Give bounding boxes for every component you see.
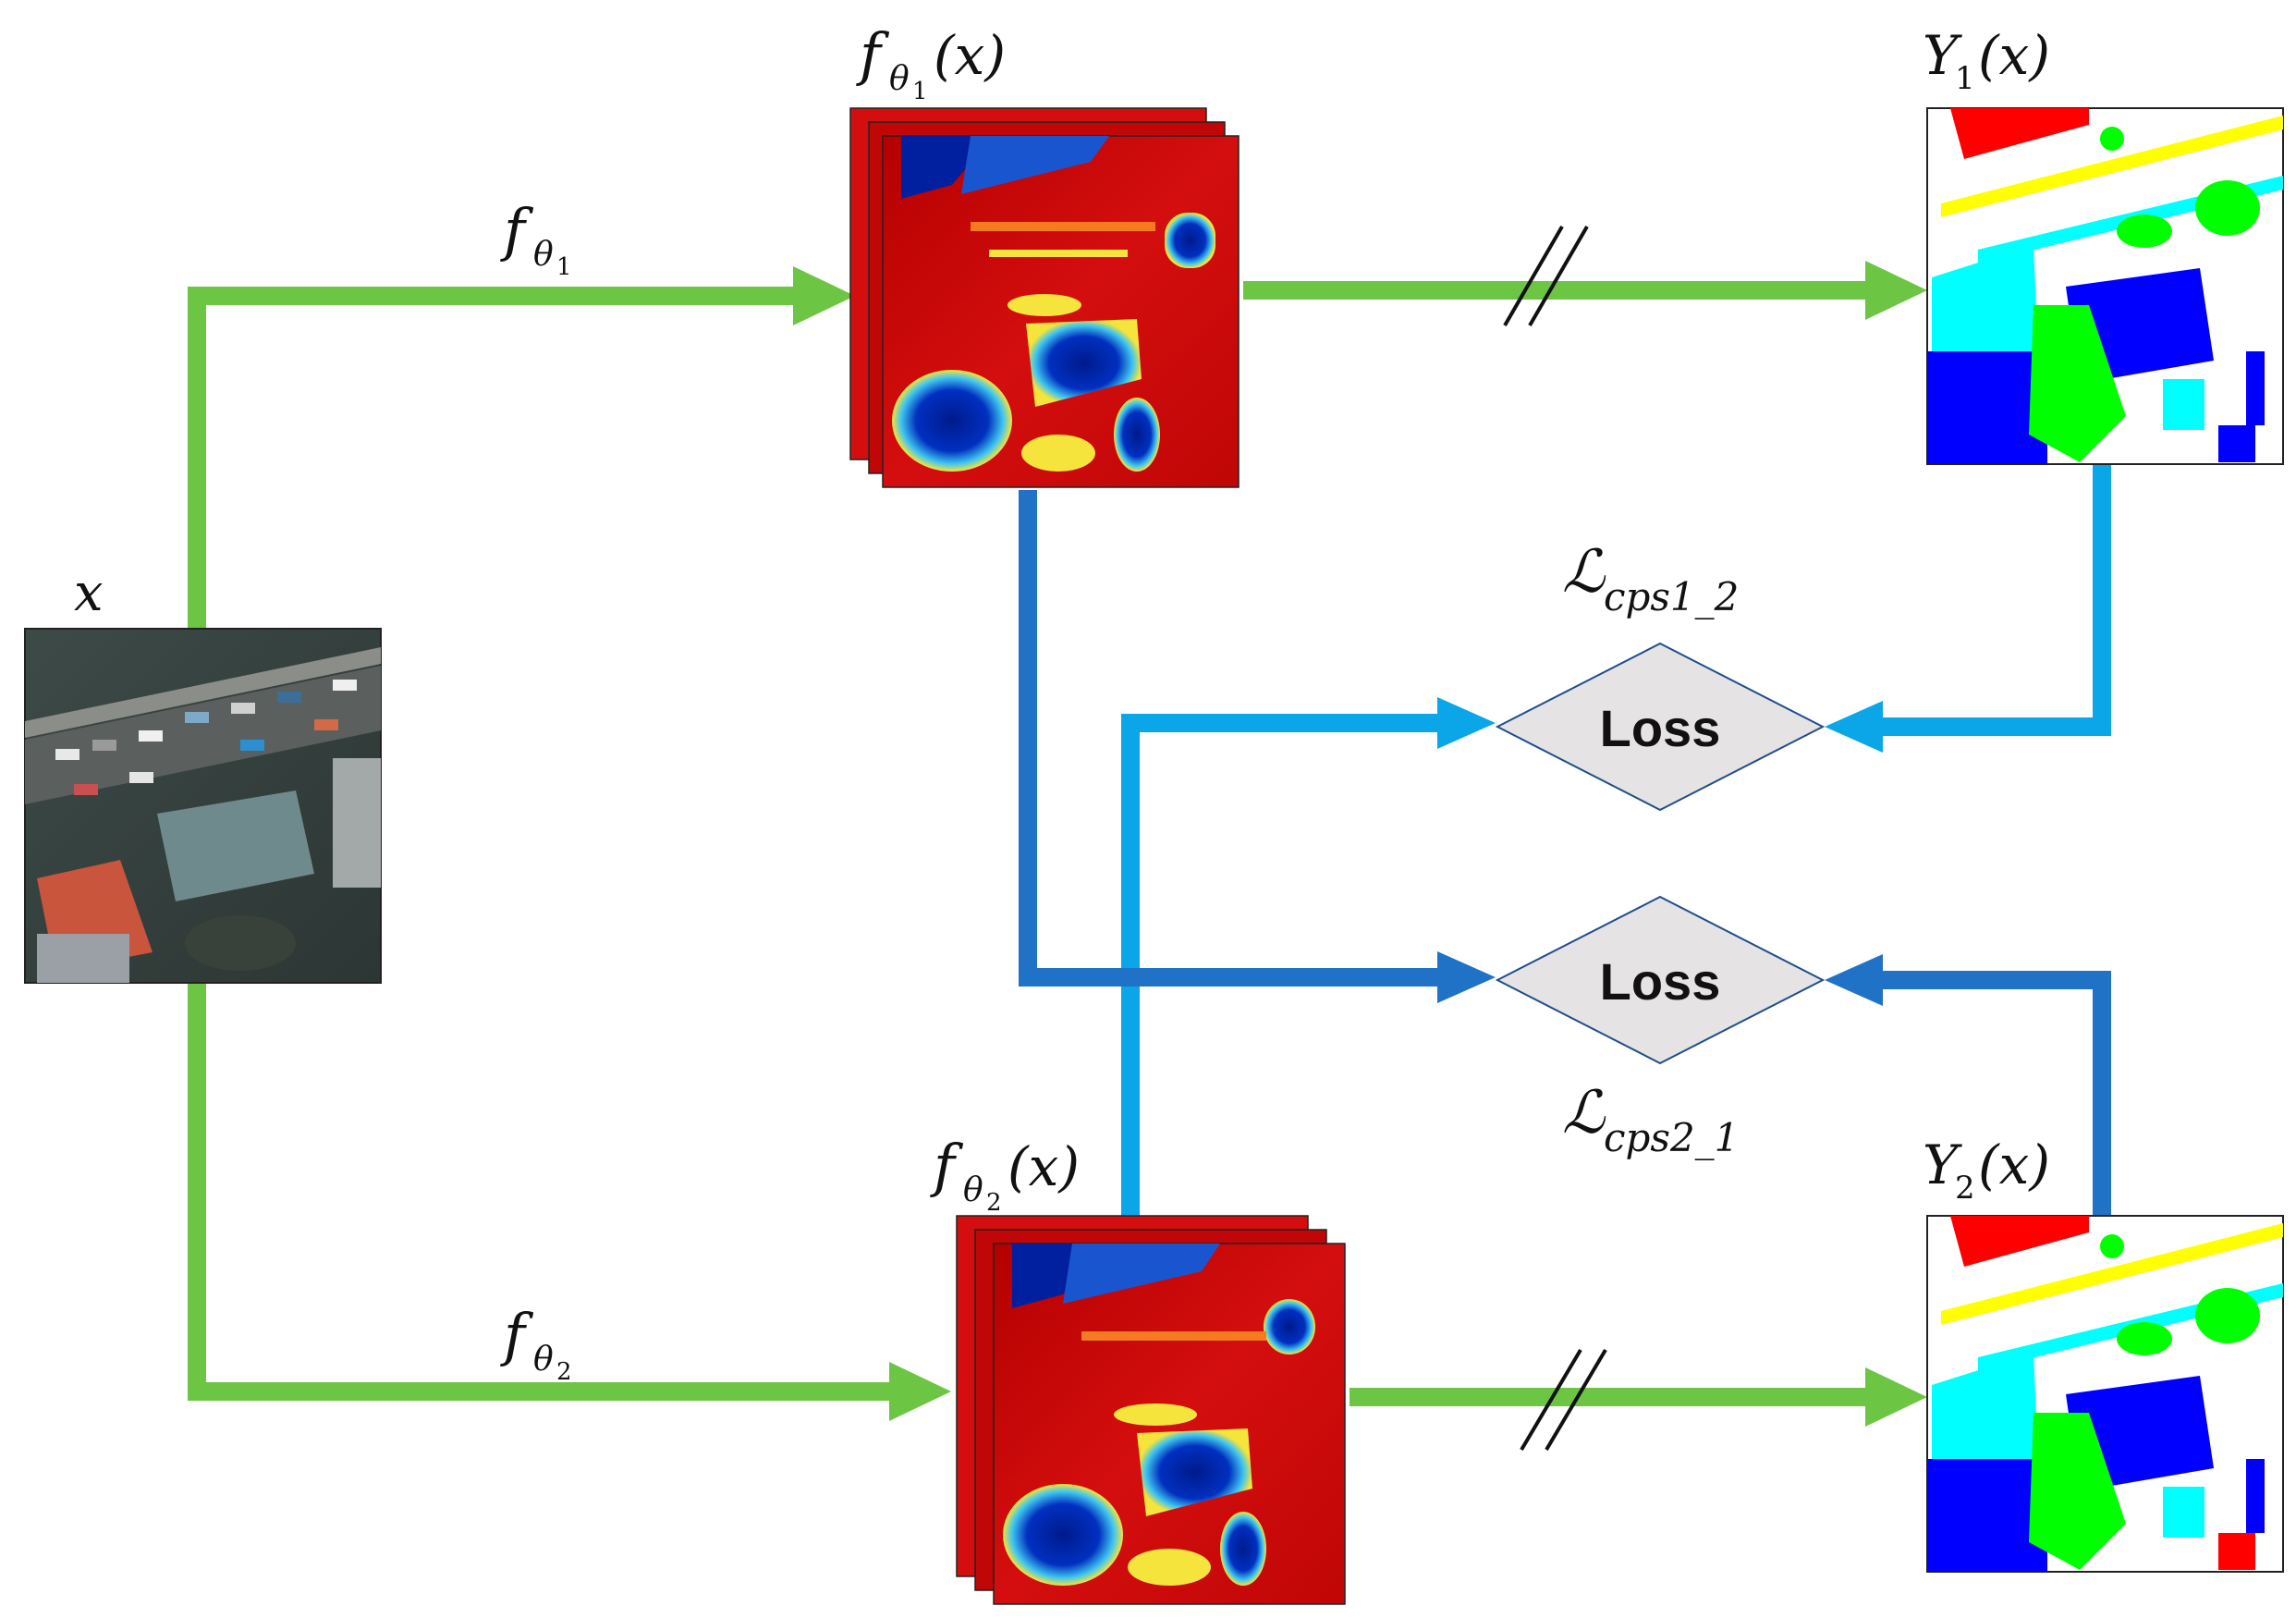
svg-text:ℒ: ℒ [1562,538,1606,607]
f2-output-label: f θ 2 (x) [930,1132,1080,1217]
loss-label-bottom: Loss [1600,952,1721,1011]
svg-text:cps1_2: cps1_2 [1604,574,1739,619]
svg-text:1: 1 [912,78,928,105]
f1-edge-label: f θ 1 [500,196,572,281]
svg-text:1: 1 [556,253,572,281]
svg-text:f: f [930,1132,964,1199]
svg-text:ℒ: ℒ [1562,1079,1606,1147]
svg-text:2: 2 [556,1358,572,1386]
svg-text:(x): (x) [1978,24,2050,87]
f2-edge-label: f θ 2 [500,1301,572,1386]
svg-text:(x): (x) [1008,1135,1080,1198]
arrow-x-to-f1 [188,266,855,638]
loss-diamond-top: Loss [1495,642,1826,812]
input-label: x [74,563,104,623]
svg-text:θ: θ [963,1171,983,1209]
f2-heatmap-front [993,1243,1346,1605]
svg-text:f: f [500,196,534,264]
y1-segmentation-map [1926,107,2284,465]
stop-gradient-mark-bottom [1520,1348,1607,1452]
stop-gradient-mark-top [1503,225,1589,327]
f2-output-stack [956,1215,1346,1605]
svg-text:θ: θ [889,60,910,98]
arrow-y1-to-loss-top [1825,462,2111,753]
f1-output-label: f θ 1 (x) [856,20,1006,105]
svg-text:θ: θ [533,236,554,274]
svg-text:f: f [856,20,890,88]
arrow-y2-to-loss-bottom [1825,954,2111,1216]
svg-text:1: 1 [1955,60,1975,97]
svg-text:θ: θ [533,1341,554,1379]
loss-cps2-1-label: ℒ cps2_1 [1562,1079,1739,1160]
arrow-f2-to-loss-top [1121,697,1496,1216]
arrow-f1-to-loss-bottom [1019,490,1496,1003]
loss-label-top: Loss [1600,699,1721,757]
y2-segmentation-map [1926,1215,2284,1573]
f1-output-stack [849,107,1240,488]
svg-text:(x): (x) [934,24,1006,87]
arrow-x-to-f2 [188,983,951,1421]
f1-heatmap-front [882,135,1240,488]
svg-text:cps2_1: cps2_1 [1604,1115,1739,1160]
svg-text:2: 2 [986,1189,1002,1217]
loss-cps1-2-label: ℒ cps1_2 [1562,538,1739,619]
svg-text:(x): (x) [1978,1134,2050,1196]
svg-text:2: 2 [1955,1170,1975,1207]
y1-label: Y 1 (x) [1923,24,2050,97]
arrow-f1-to-y1 [1243,261,1927,320]
arrow-f2-to-y2 [1350,1367,1927,1427]
input-aerial-image [24,628,382,984]
y2-label: Y 2 (x) [1923,1134,2050,1207]
svg-text:Y: Y [1923,24,1962,87]
svg-text:Y: Y [1923,1134,1962,1196]
svg-text:f: f [500,1301,534,1368]
loss-diamond-bottom: Loss [1495,895,1826,1065]
